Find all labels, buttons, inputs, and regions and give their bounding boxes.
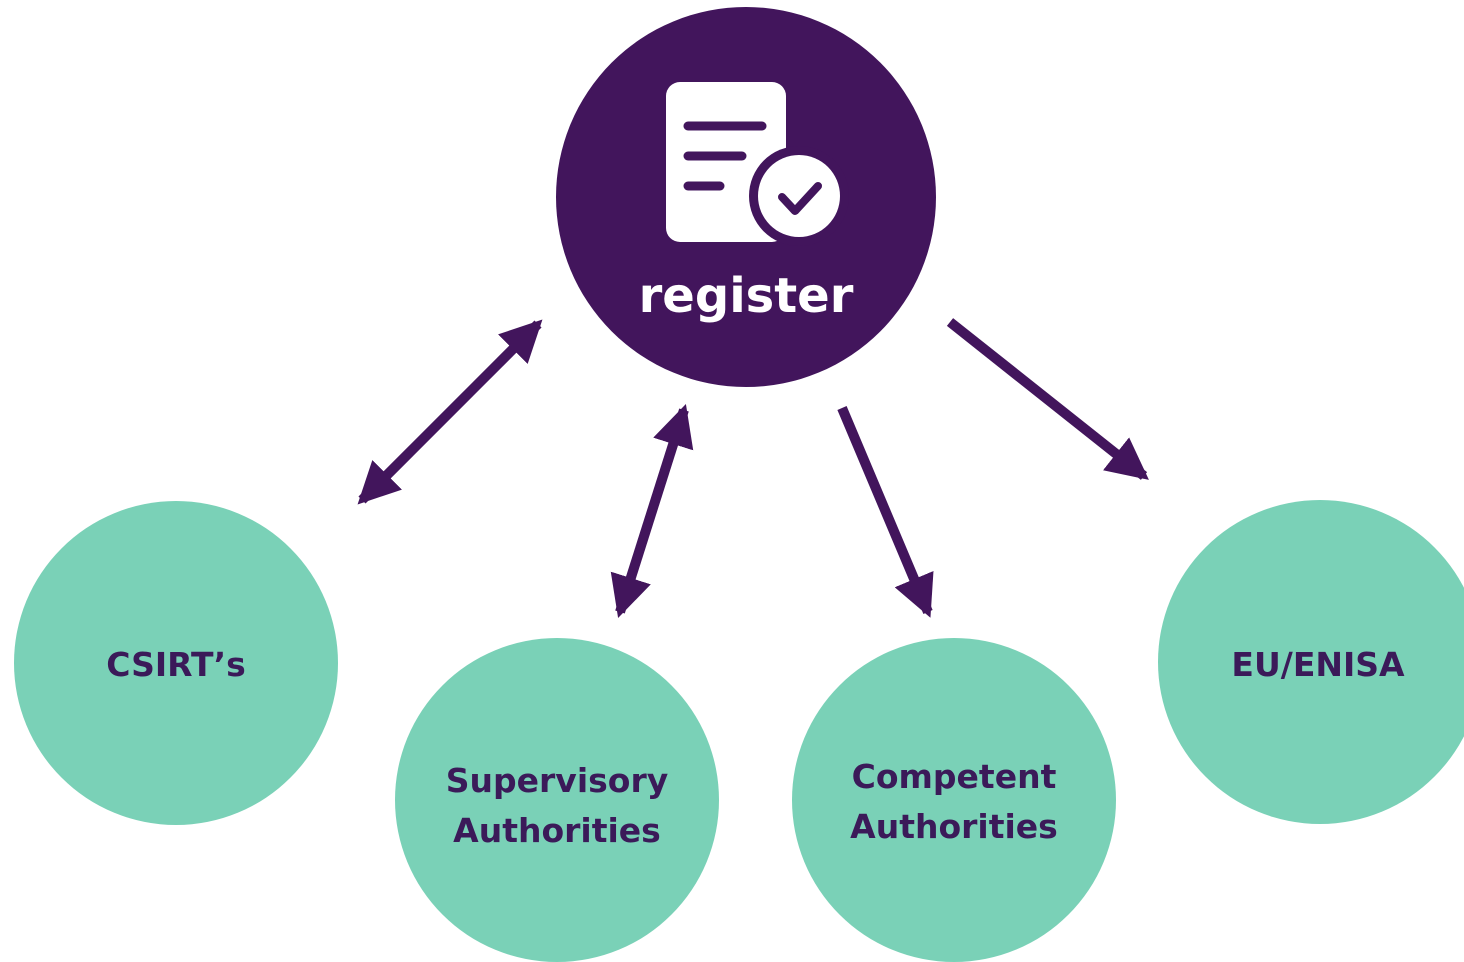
arrow-register-csirts	[357, 319, 543, 505]
arrows	[357, 318, 1149, 619]
supervisory-authorities-node: Supervisory Authorities	[395, 638, 719, 962]
competent-authorities-label-line-2: Authorities	[850, 807, 1058, 846]
document-check-icon	[666, 82, 849, 246]
register-label: register	[639, 268, 854, 324]
arrow-register-supervisory-authorities	[610, 403, 694, 619]
competent-authorities-node: Competent Authorities	[792, 638, 1116, 962]
competent-authorities-label-line-1: Competent	[852, 757, 1057, 796]
supervisory-authorities-circle	[395, 638, 719, 962]
csirts-node: CSIRT’s	[14, 501, 338, 825]
arrow-register-eu-enisa	[946, 318, 1149, 480]
eu-enisa-node: EU/ENISA	[1158, 500, 1464, 824]
eu-enisa-label: EU/ENISA	[1231, 645, 1405, 684]
register-node: register	[556, 7, 936, 387]
csirts-label: CSIRT’s	[106, 645, 246, 684]
csirts-circle	[14, 501, 338, 825]
supervisory-authorities-label-line-2: Authorities	[453, 811, 661, 850]
supervisory-authorities-label-line-1: Supervisory	[446, 761, 668, 800]
arrow-register-competent-authorities	[837, 406, 934, 618]
eu-enisa-circle	[1158, 500, 1464, 824]
competent-authorities-circle	[792, 638, 1116, 962]
